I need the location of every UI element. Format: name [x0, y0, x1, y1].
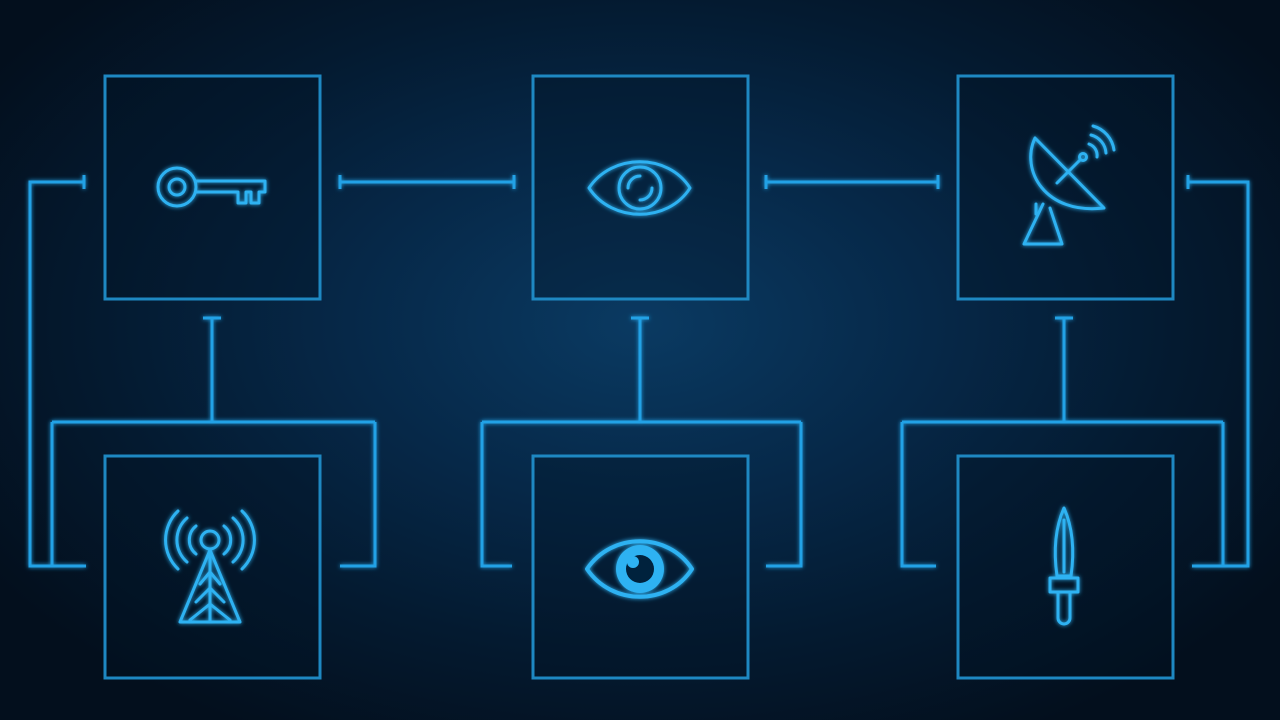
connector-top-left-to-bottom-left — [50, 316, 377, 568]
eye-icon-bottom — [585, 539, 694, 599]
satellite-dish-icon — [1022, 124, 1116, 246]
radio-tower-icon — [164, 509, 256, 624]
connectors — [28, 175, 1250, 568]
dagger-icon — [1048, 506, 1080, 626]
node-top-center — [531, 74, 750, 301]
node-bottom-left — [103, 454, 322, 680]
connector-top-left-to-top-center — [338, 175, 516, 189]
eye-icon — [587, 160, 692, 216]
connector-top-right-to-bottom-right — [900, 316, 1225, 568]
node-top-right — [956, 74, 1175, 301]
connector-top-center-to-bottom-center — [480, 316, 803, 568]
node-top-left — [103, 74, 322, 301]
connector-top-center-to-top-right — [764, 175, 940, 189]
icons — [156, 124, 1116, 626]
key-icon — [156, 166, 267, 208]
node-boxes — [103, 74, 1175, 680]
connector-outer-left — [28, 175, 86, 568]
connector-outer-right — [1186, 175, 1250, 568]
